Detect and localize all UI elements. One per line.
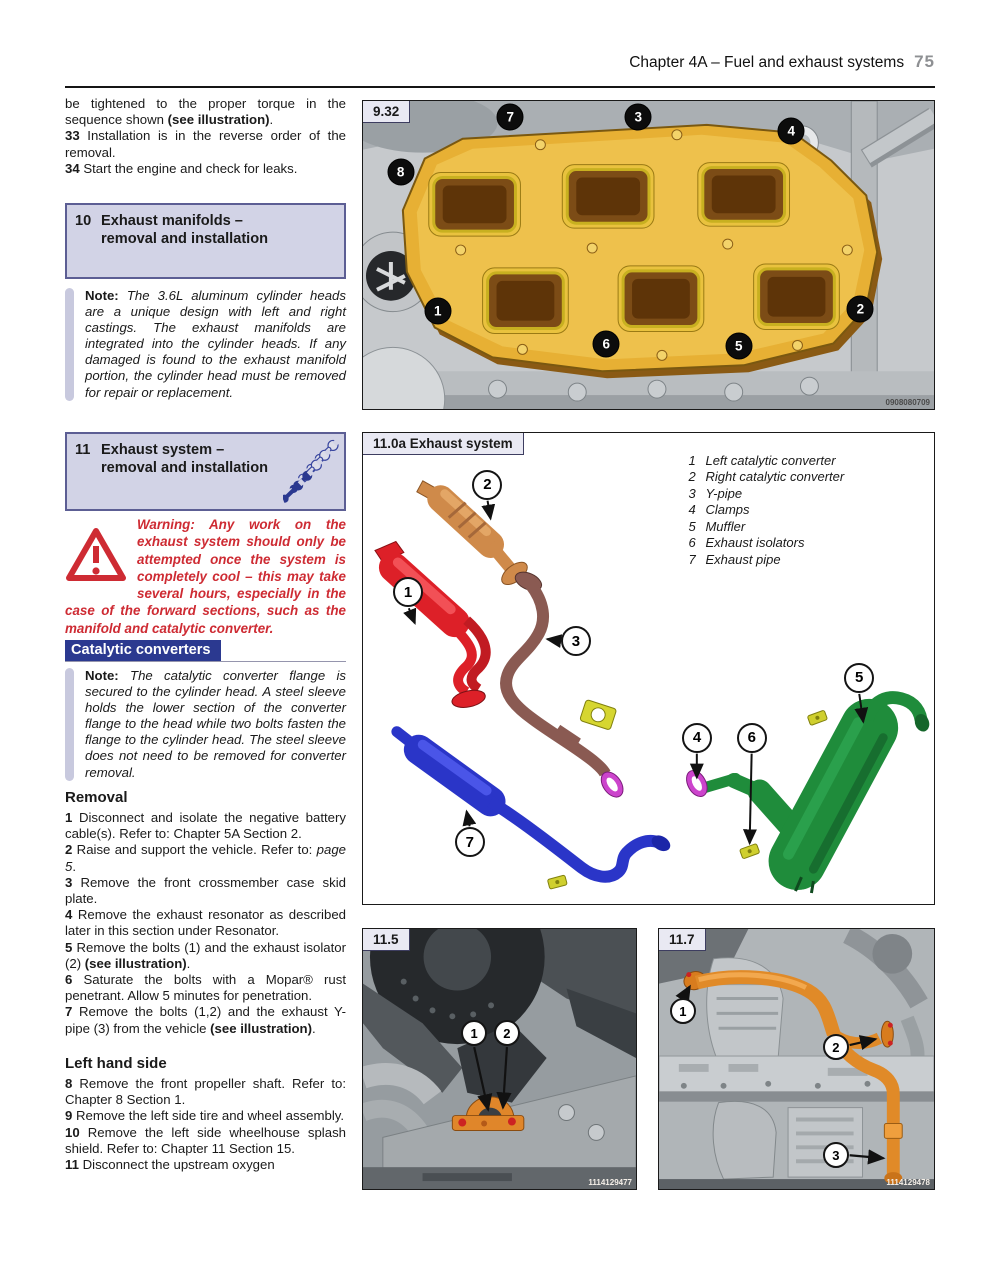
exhaust-isolator-parts xyxy=(547,710,828,890)
figure-label: 11.7 xyxy=(659,929,706,951)
warning-text: Any work on the exhaust system should on… xyxy=(65,517,346,636)
left-hand-side-steps: 8 Remove the front propeller shaft. Refe… xyxy=(65,1076,346,1173)
step-2: 2 Raise and support the vehicle. Refer t… xyxy=(65,842,346,874)
exhaust-isolator-flange xyxy=(579,699,617,730)
chapter-title: Chapter 4A – Fuel and exhaust systems xyxy=(629,54,905,71)
figure-image-id: 0908080709 xyxy=(885,398,931,407)
step-10: 10 Remove the left side wheelhouse splas… xyxy=(65,1124,346,1156)
note-bar xyxy=(65,668,74,781)
step-1: 1 Disconnect and isolate the negative ba… xyxy=(65,810,346,842)
figure-callout-1: 1 xyxy=(424,297,452,325)
figure-callout-7: 7 xyxy=(496,103,524,131)
figure-callout-4: 4 xyxy=(777,117,805,145)
figure-callout-1: 1 xyxy=(393,577,424,608)
figure-11-7: 11.7 1114129478 1 2 3 xyxy=(658,928,935,1190)
exhaust-pipe-part xyxy=(391,726,671,883)
heading-left-hand-side: Left hand side xyxy=(65,1055,167,1072)
warning-label: Warning: xyxy=(137,517,195,532)
step-6: 6 Saturate the bolts with a Mopar® rust … xyxy=(65,972,346,1004)
figure-callout-7: 7 xyxy=(454,827,485,858)
note-catalytic: Note: The catalytic converter flange is … xyxy=(65,668,346,781)
exhaust-system-diagram xyxy=(363,433,934,904)
heading-removal: Removal xyxy=(65,789,128,806)
section-number: 11 xyxy=(75,442,91,458)
figure-callout-3: 3 xyxy=(822,1142,849,1169)
figure-callout-6: 6 xyxy=(592,330,620,358)
figure-callout-3: 3 xyxy=(624,103,652,131)
figure-callout-2: 2 xyxy=(472,469,503,500)
y-pipe-part xyxy=(500,571,624,798)
step-33: 33 Installation is in the reverse order … xyxy=(65,128,346,160)
figure-callout-5: 5 xyxy=(725,332,753,360)
callout-arrows xyxy=(403,500,869,846)
note-manifolds: Note: The 3.6L aluminum cylinder heads a… xyxy=(65,288,346,401)
figure-label: 9.32 xyxy=(363,101,411,123)
step-3: 3 Remove the front crossmember case skid… xyxy=(65,874,346,907)
section-title-line1: Exhaust manifolds – xyxy=(101,213,243,229)
callout-arrows xyxy=(675,984,886,1165)
right-catalytic-converter-part xyxy=(416,480,528,586)
section-11-box: 11 Exhaust system – removal and installa… xyxy=(65,432,346,511)
section-title-line2: removal and installation xyxy=(101,460,269,476)
warning-block: Warning: Any work on the exhaust system … xyxy=(65,516,346,637)
step-34: 34 Start the engine and check for leaks. xyxy=(65,160,298,176)
subheading-catalytic-converters: Catalytic converters xyxy=(65,640,346,662)
figure-callout-3: 3 xyxy=(560,626,591,657)
figure-label: 11.0a Exhaust system xyxy=(363,433,524,455)
intro-paragraphs: be tightened to the proper torque in the… xyxy=(65,96,346,177)
figure-callout-1: 1 xyxy=(669,998,696,1025)
note-label: Note: xyxy=(85,288,119,303)
step-5: 5 Remove the bolts (1) and the exhaust i… xyxy=(65,939,346,971)
figure-callout-5: 5 xyxy=(844,662,875,693)
note-text: Note: The 3.6L aluminum cylinder heads a… xyxy=(85,288,346,400)
step-9: 9 Remove the left side tire and wheel as… xyxy=(65,1108,345,1124)
page-number: 75 xyxy=(914,52,935,71)
wrench-rating-icon xyxy=(283,439,339,506)
section-title-line2: removal and installation xyxy=(101,231,269,247)
note-bar xyxy=(65,288,74,401)
section-title-line1: Exhaust system – xyxy=(101,442,225,458)
figure-callout-2: 2 xyxy=(846,295,874,323)
figure-callout-8: 8 xyxy=(387,158,415,186)
figure-9-32: 9.32 0908080709 7 3 4 8 1 6 5 2 xyxy=(362,100,935,410)
figure-callout-4: 4 xyxy=(682,722,713,753)
y-pipe-photo-illustration xyxy=(659,929,934,1189)
section-number: 10 xyxy=(75,213,92,229)
left-catalytic-converter-part xyxy=(374,540,491,708)
step-4: 4 Remove the exhaust resonator as descri… xyxy=(65,907,346,939)
section-10-box: 10 Exhaust manifolds – removal and insta… xyxy=(65,203,346,279)
removal-steps: 1 Disconnect and isolate the negative ba… xyxy=(65,810,346,1037)
figure-callout-6: 6 xyxy=(736,722,767,753)
step-8: 8 Remove the front propeller shaft. Refe… xyxy=(65,1076,346,1108)
figure-callout-2: 2 xyxy=(822,1034,849,1061)
exhaust-isolator-photo-illustration xyxy=(363,929,636,1189)
figure-callout-2: 2 xyxy=(493,1020,520,1047)
warning-triangle-icon xyxy=(66,528,126,581)
note-label: Note: xyxy=(85,668,119,683)
header-rule xyxy=(65,86,935,88)
callout-arrows xyxy=(473,1046,512,1112)
intake-manifold-illustration xyxy=(363,101,934,409)
paragraph: be tightened to the proper torque in the… xyxy=(65,96,346,128)
figure-image-id: 1114129477 xyxy=(588,1178,632,1187)
figure-callout-1: 1 xyxy=(461,1020,488,1047)
step-11: 11 Disconnect the upstream oxygen xyxy=(65,1157,275,1173)
note-text: Note: The catalytic converter flange is … xyxy=(85,668,346,780)
step-7: 7 Remove the bolts (1,2) and the exhaust… xyxy=(65,1004,346,1036)
figure-image-id: 1114129478 xyxy=(886,1178,930,1187)
page-header: Chapter 4A – Fuel and exhaust systems 75 xyxy=(629,52,935,72)
figure-label: 11.5 xyxy=(363,929,410,951)
